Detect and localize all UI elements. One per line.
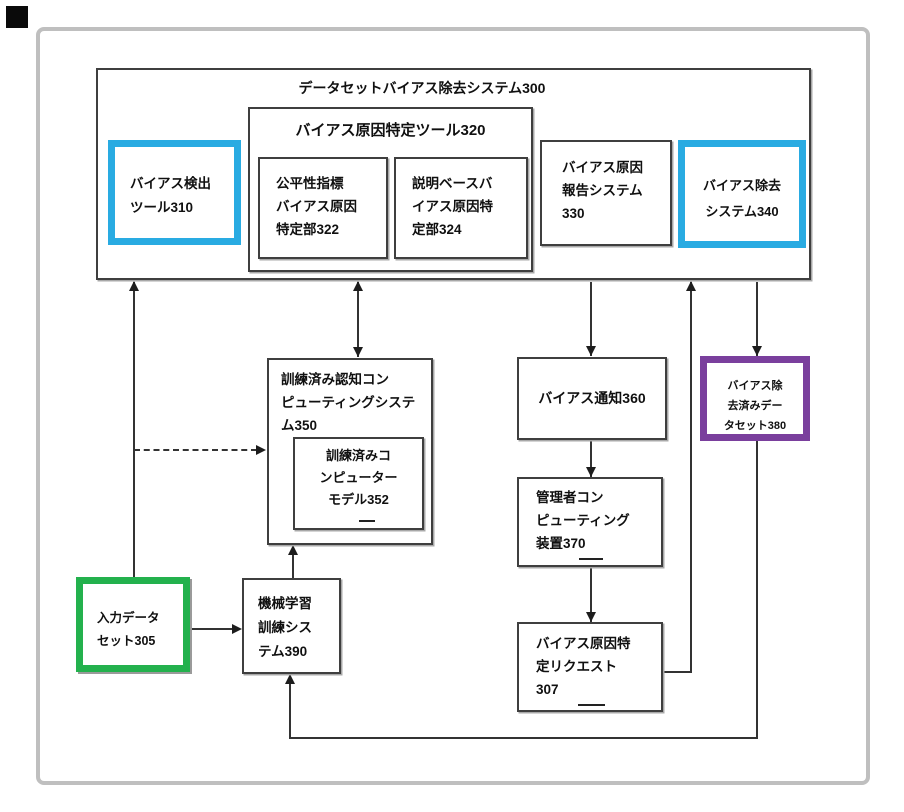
label-line: 訓練済み認知コン bbox=[281, 372, 389, 387]
label-line: ピューティング bbox=[536, 513, 630, 528]
connector-390-to-350 bbox=[292, 546, 294, 578]
label-line: 定部324 bbox=[412, 222, 462, 237]
underline-mark-307 bbox=[578, 704, 605, 706]
connector-305-to-300 bbox=[133, 282, 135, 577]
block-fairness-metric-identifier-322: 公平性指標 バイアス原因 特定部322 bbox=[258, 157, 388, 259]
label-line: バイアス除去 bbox=[702, 178, 781, 193]
underline-mark-370 bbox=[579, 558, 603, 560]
label-line: セット305 bbox=[97, 634, 156, 648]
block-bias-cause-reporting-system-330: バイアス原因 報告システム 330 bbox=[540, 140, 672, 246]
label-line: バイアス原因 bbox=[562, 160, 643, 175]
arrowhead-up-into-350 bbox=[288, 545, 298, 555]
label-line: タセット380 bbox=[723, 420, 787, 432]
label-line: バイアス除 bbox=[727, 380, 783, 392]
connector-up-into-390 bbox=[289, 675, 291, 738]
block-bias-cause-identification-request-307: バイアス原因特 定リクエスト 307 bbox=[517, 622, 663, 712]
label-line: 説明ベースバ bbox=[412, 176, 493, 191]
label-line: 訓練シス bbox=[258, 620, 312, 635]
underline-mark-352 bbox=[359, 520, 375, 522]
label-line: モデル352 bbox=[328, 492, 389, 507]
label-line: 特定部322 bbox=[276, 222, 340, 237]
label-line: テム390 bbox=[258, 644, 308, 659]
label-line: 330 bbox=[562, 206, 585, 221]
label-line: 装置370 bbox=[536, 536, 586, 551]
label-line: ツール310 bbox=[130, 200, 194, 215]
corner-marker bbox=[6, 6, 28, 28]
connector-380-down bbox=[756, 441, 758, 739]
label-line: 去済みデー bbox=[727, 400, 783, 412]
system-title: データセットバイアス除去システム300 bbox=[298, 80, 546, 96]
label-line: 訓練済みコ bbox=[325, 448, 391, 463]
label-line: 307 bbox=[536, 682, 559, 697]
connector-300-to-360 bbox=[590, 282, 592, 356]
arrowhead-down-into-350 bbox=[353, 347, 363, 357]
label-line: バイアス原因特 bbox=[536, 636, 631, 651]
block-input-dataset-305: 入力データ セット305 bbox=[76, 577, 190, 672]
label-line: イアス原因特 bbox=[412, 199, 493, 214]
arrowhead-down-into-360 bbox=[586, 346, 596, 356]
label-line: バイアス通知360 bbox=[538, 390, 646, 406]
label-line: 定リクエスト bbox=[536, 659, 617, 674]
block-machine-learning-training-system-390: 機械学習 訓練シス テム390 bbox=[242, 578, 341, 674]
label-line: ピューティングシステ bbox=[281, 395, 416, 410]
label-line: 管理者コン bbox=[536, 490, 604, 505]
block-explanation-based-identifier-324: 説明ベースバ イアス原因特 定部324 bbox=[394, 157, 528, 259]
arrowhead-down-into-307 bbox=[586, 612, 596, 622]
connector-370-to-307 bbox=[590, 567, 592, 622]
label-line: バイアス原因 bbox=[276, 199, 357, 214]
label-line: システム340 bbox=[705, 204, 779, 219]
block-bias-notification-360: バイアス通知360 bbox=[517, 357, 667, 440]
label-line: 入力データ bbox=[97, 611, 160, 625]
connector-300-350-bidirectional bbox=[357, 282, 359, 357]
block-bias-detection-tool-310: バイアス検出 ツール310 bbox=[108, 140, 241, 245]
arrowhead-up-into-300-right bbox=[686, 281, 696, 291]
arrowhead-up-into-300-left bbox=[129, 281, 139, 291]
tool-320-title: バイアス原因特定ツール320 bbox=[295, 122, 486, 139]
connector-dashed-to-350 bbox=[134, 449, 257, 451]
arrowhead-up-into-300-mid bbox=[353, 281, 363, 291]
arrowhead-up-into-390 bbox=[285, 674, 295, 684]
arrowhead-down-into-380 bbox=[752, 346, 762, 356]
block-bias-removal-system-340: バイアス除去 システム340 bbox=[678, 140, 806, 248]
label-line: 機械学習 bbox=[258, 596, 312, 611]
block-trained-computer-model-352: 訓練済みコ ンピューター モデル352 bbox=[293, 437, 424, 530]
block-bias-removed-dataset-380: バイアス除 去済みデー タセット380 bbox=[700, 356, 810, 441]
connector-307-to-300 bbox=[690, 282, 692, 673]
connector-307-elbow bbox=[663, 671, 692, 673]
arrowhead-right-into-350 bbox=[256, 445, 266, 455]
connector-305-to-390 bbox=[190, 628, 234, 630]
arrowhead-down-into-370 bbox=[586, 467, 596, 477]
label-line: ム350 bbox=[281, 418, 318, 433]
label-line: 公平性指標 bbox=[276, 176, 344, 191]
label-line: 報告システム bbox=[562, 183, 643, 198]
label-line: ンピューター bbox=[319, 470, 398, 485]
connector-300-to-380 bbox=[756, 282, 758, 356]
connector-bottom-feedback bbox=[289, 737, 758, 739]
label-line: バイアス検出 bbox=[130, 176, 211, 191]
arrowhead-right-into-390 bbox=[232, 624, 242, 634]
connector-360-to-370 bbox=[590, 440, 592, 477]
block-administrator-computing-device-370: 管理者コン ピューティング 装置370 bbox=[517, 477, 663, 567]
